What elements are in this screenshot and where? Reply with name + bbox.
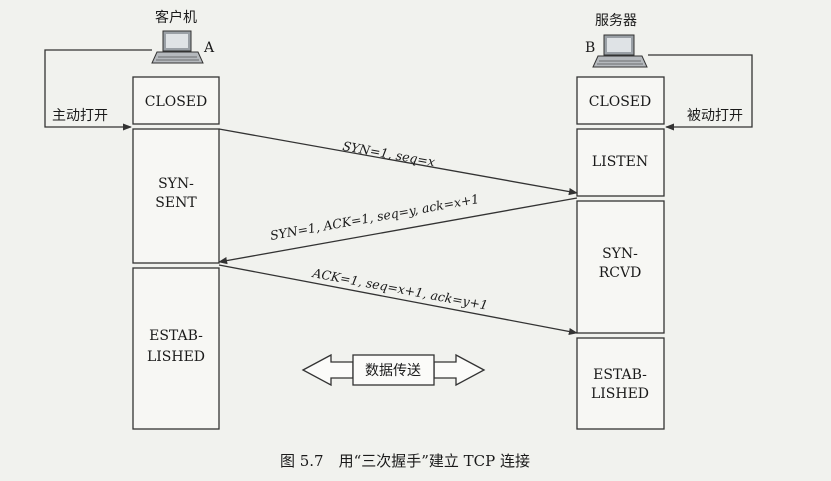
syn-message-label: SYN=1, seq=x	[341, 138, 436, 169]
ack-message-arrow	[218, 264, 578, 336]
server-state-syn-rcvd: SYN- RCVD	[576, 200, 665, 334]
ack-message-label: ACK=1, seq=x+1, ack=y+1	[310, 265, 489, 313]
syn-message-arrow	[218, 128, 578, 196]
server-state-established: ESTAB- LISHED	[576, 337, 665, 430]
state-line: SYN-	[158, 176, 194, 192]
client-state-closed: CLOSED	[132, 76, 220, 125]
client-state-established: ESTAB- LISHED	[132, 267, 220, 430]
state-line: ESTAB-	[593, 367, 647, 383]
client-computer-icon	[151, 30, 204, 64]
client-title: 客户机	[155, 9, 197, 26]
syn-ack-message-arrow	[218, 197, 578, 265]
state-line: ESTAB-	[149, 328, 203, 344]
passive-open-label: 被动打开	[687, 107, 743, 124]
data-transfer-arrow	[301, 353, 486, 387]
server-title: 服务器	[595, 13, 637, 29]
state-line: LISHED	[147, 349, 205, 365]
active-open-label: 主动打开	[52, 107, 108, 124]
state-line: CLOSED	[145, 94, 208, 110]
server-computer-icon	[592, 34, 648, 68]
state-line: SENT	[155, 195, 197, 211]
state-line: CLOSED	[589, 94, 652, 110]
server-letter: B	[585, 40, 595, 56]
server-state-closed: CLOSED	[576, 76, 665, 125]
figure-caption: 图 5.7 用“三次握手”建立 TCP 连接	[280, 452, 530, 470]
client-state-syn-sent: SYN- SENT	[132, 128, 220, 264]
state-line: LISHED	[591, 386, 649, 402]
server-state-listen: LISTEN	[576, 128, 665, 197]
data-transfer-label: 数据传送	[365, 363, 421, 379]
client-letter: A	[203, 40, 215, 56]
syn-ack-message-label: SYN=1, ACK=1, seq=y, ack=x+1	[269, 191, 480, 243]
active-open-line	[44, 49, 152, 131]
passive-open-line	[648, 54, 753, 131]
state-line: SYN-	[602, 246, 638, 262]
state-line: LISTEN	[592, 154, 648, 170]
state-line: RCVD	[599, 265, 642, 281]
